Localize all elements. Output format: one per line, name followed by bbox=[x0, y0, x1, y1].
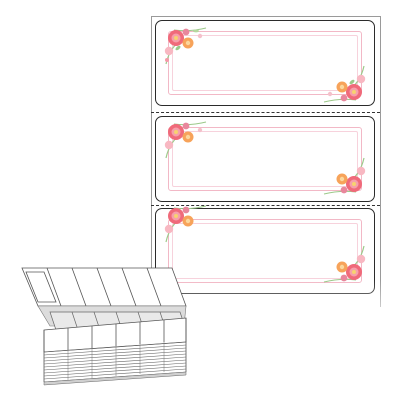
floral-corner-icon bbox=[323, 65, 366, 103]
label-frame bbox=[168, 127, 362, 191]
floral-corner-icon bbox=[164, 121, 207, 159]
label-frame bbox=[168, 31, 362, 95]
label-card-1 bbox=[155, 20, 375, 106]
sheet-fade bbox=[151, 280, 381, 360]
perforation-line-2 bbox=[151, 205, 380, 206]
floral-corner-icon bbox=[323, 157, 366, 195]
floral-corner-icon bbox=[164, 27, 207, 65]
floral-corner-icon bbox=[323, 245, 366, 283]
floral-corner-icon bbox=[164, 205, 207, 243]
label-card-2 bbox=[155, 116, 375, 202]
perforation-line-1 bbox=[151, 112, 380, 113]
